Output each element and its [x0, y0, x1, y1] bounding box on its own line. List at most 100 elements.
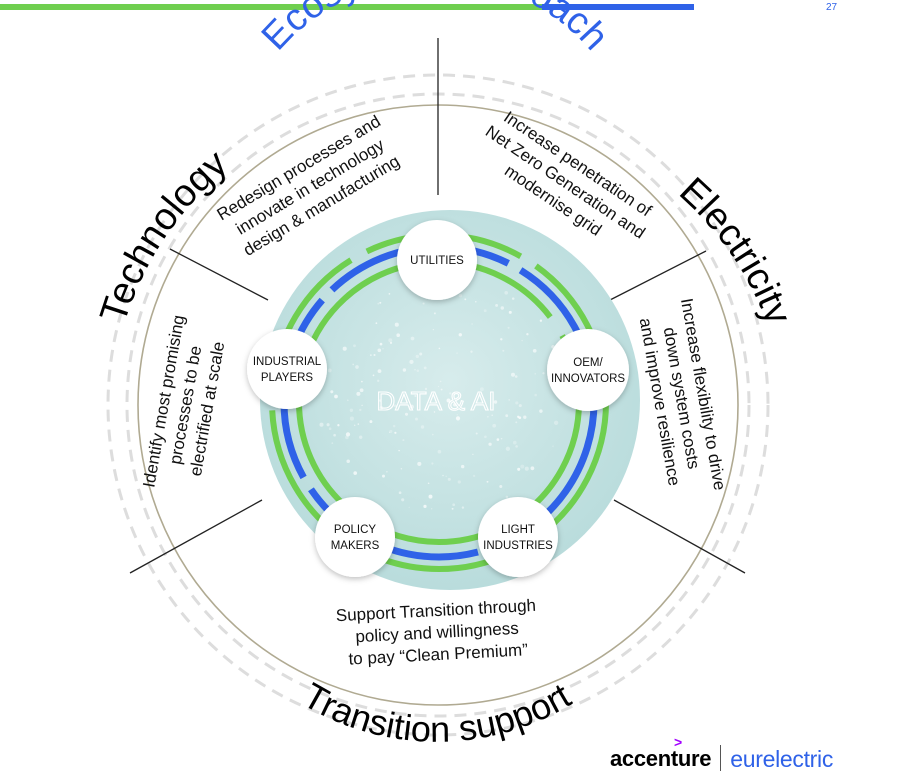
texture-dot: [500, 437, 503, 440]
accenture-logo: > accenture: [610, 735, 712, 772]
node-utilities: UTILITIES: [397, 220, 477, 300]
texture-dot: [507, 326, 510, 329]
texture-dot: [330, 390, 334, 394]
texture-dot: [389, 431, 391, 433]
texture-dot: [440, 388, 443, 391]
svg-text:OEM/: OEM/: [573, 357, 603, 369]
svg-text:INDUSTRIES: INDUSTRIES: [483, 540, 553, 552]
texture-dot: [484, 435, 487, 439]
svg-text:UTILITIES: UTILITIES: [410, 255, 464, 267]
texture-dot: [464, 298, 467, 301]
page-number: 27: [826, 2, 838, 13]
texture-dot: [504, 290, 509, 295]
texture-dot: [369, 420, 373, 424]
texture-dot: [553, 420, 559, 425]
texture-dot: [534, 373, 536, 375]
texture-dot: [502, 349, 505, 352]
texture-dot: [483, 309, 487, 313]
texture-dot: [389, 341, 393, 344]
texture-dot: [375, 322, 378, 325]
texture-dot: [388, 338, 393, 343]
texture-dot: [415, 417, 418, 421]
texture-dot: [389, 429, 393, 433]
texture-dot: [505, 414, 509, 418]
texture-dot: [439, 380, 442, 383]
texture-dot: [398, 491, 402, 495]
divider-upper-right: [609, 250, 707, 301]
texture-dot: [356, 391, 361, 396]
texture-dot: [372, 374, 375, 377]
texture-dot: [472, 453, 474, 456]
texture-dot: [393, 404, 397, 408]
texture-dot: [408, 506, 410, 509]
texture-dot: [359, 388, 364, 393]
texture-dot: [521, 339, 523, 342]
texture-dot: [326, 423, 330, 427]
texture-dot: [475, 300, 477, 303]
texture-dot: [319, 422, 324, 427]
texture-dot: [517, 415, 520, 418]
texture-dot: [433, 312, 436, 315]
texture-dot: [520, 464, 525, 469]
top-bar-green: [0, 4, 542, 10]
texture-dot: [473, 474, 476, 477]
texture-dot: [534, 393, 538, 397]
texture-dot: [524, 466, 529, 471]
texture-dot: [392, 424, 396, 428]
svg-text:LIGHT: LIGHT: [501, 524, 535, 536]
center-label: DATA & AI: [377, 386, 496, 416]
texture-dot: [542, 372, 545, 375]
texture-dot: [423, 366, 427, 370]
svg-text:PLAYERS: PLAYERS: [261, 372, 314, 384]
texture-dot: [539, 409, 543, 413]
texture-dot: [437, 385, 440, 388]
texture-dot: [475, 432, 478, 435]
texture-dot: [491, 414, 493, 416]
texture-dot: [361, 404, 363, 407]
texture-dot: [442, 474, 444, 477]
texture-dot: [496, 438, 500, 441]
texture-dot: [354, 424, 356, 426]
eurelectric-logo: eurelectric: [730, 746, 834, 772]
texture-dot: [515, 401, 519, 405]
accenture-wordmark: accenture: [610, 746, 712, 771]
svg-text:INNOVATORS: INNOVATORS: [551, 373, 625, 385]
texture-dot: [349, 416, 354, 421]
texture-dot: [419, 352, 423, 356]
texture-dot: [479, 387, 484, 392]
texture-dot: [495, 303, 499, 307]
texture-dot: [398, 449, 400, 452]
texture-dot: [517, 467, 521, 471]
texture-dot: [458, 333, 462, 337]
texture-dot: [523, 415, 527, 419]
texture-dot: [433, 411, 436, 413]
texture-dot: [514, 375, 518, 378]
divider-lower-left: [129, 499, 263, 574]
texture-dot: [499, 484, 503, 489]
texture-dot: [437, 449, 442, 454]
texture-dot: [357, 423, 360, 425]
texture-dot: [377, 369, 382, 373]
texture-dot: [417, 461, 422, 466]
texture-dot: [452, 503, 456, 507]
texture-dot: [333, 433, 336, 437]
texture-dot: [359, 435, 363, 439]
texture-dot: [331, 442, 334, 444]
texture-dot: [515, 445, 518, 448]
texture-dot: [431, 508, 433, 510]
texture-dot: [409, 404, 414, 409]
texture-dot: [512, 440, 517, 445]
texture-dot: [402, 368, 407, 372]
texture-dot: [400, 468, 403, 470]
texture-dot: [370, 354, 372, 356]
texture-dot: [386, 471, 388, 473]
diagram-title: Ecosystem Approach: [254, 0, 616, 58]
texture-dot: [379, 405, 384, 410]
texture-dot: [361, 380, 363, 383]
texture-dot: [518, 404, 522, 408]
texture-dot: [431, 462, 434, 465]
svg-text:INDUSTRIAL: INDUSTRIAL: [253, 356, 322, 368]
texture-dot: [373, 353, 376, 357]
texture-dot: [352, 363, 355, 366]
